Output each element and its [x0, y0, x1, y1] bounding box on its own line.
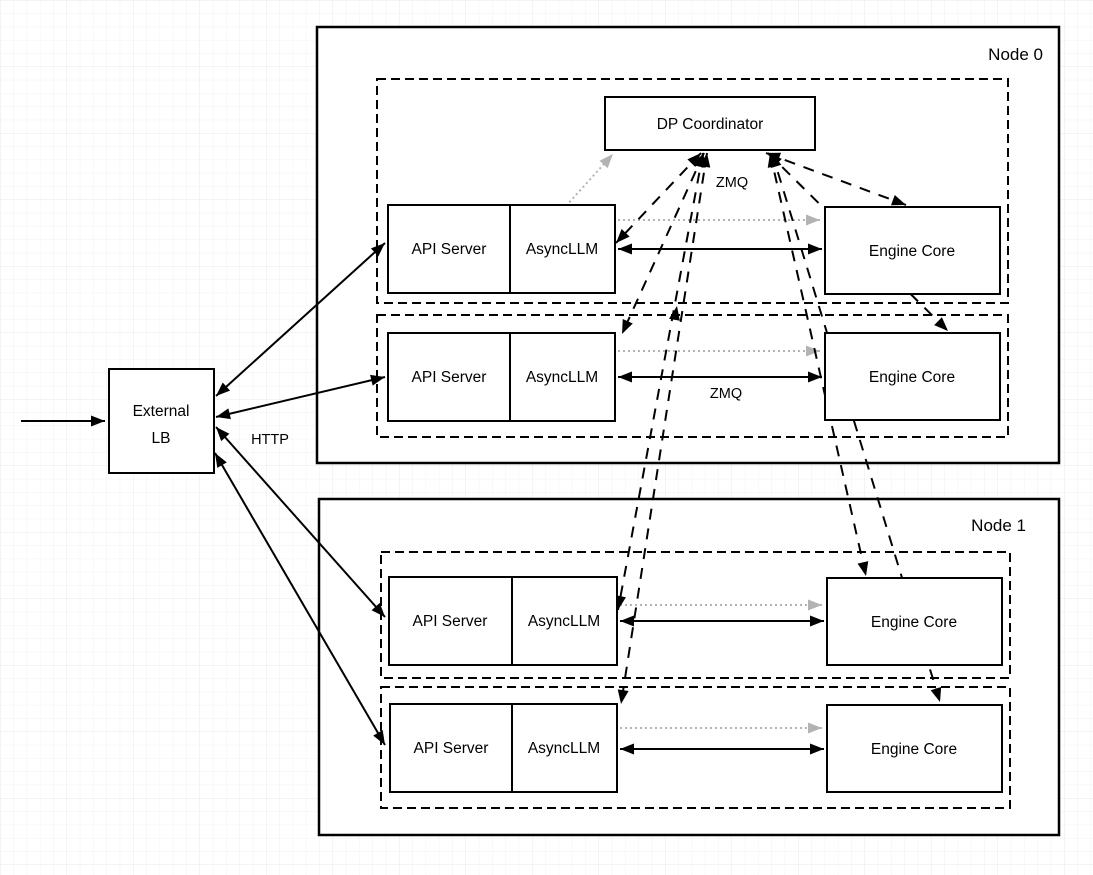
- external-lb-box: [108, 368, 215, 474]
- dp-coordinator-box: [604, 96, 816, 151]
- engine-core-label-node0-row1: Engine Core: [869, 243, 955, 260]
- asyncllm-label-node0-row2: AsyncLLM: [526, 369, 598, 386]
- api-server-label-node0-row1: API Server: [412, 241, 487, 258]
- zmq-label-bottom: ZMQ: [710, 386, 742, 402]
- zmq-label-top: ZMQ: [716, 175, 748, 191]
- engine-core-box-node1-row1: [826, 577, 1003, 666]
- arrow-lb-api-node0-row2: [215, 374, 386, 420]
- api-asyncllm-box-node0-row1: [387, 204, 616, 294]
- node0-label: Node 0: [988, 45, 1043, 64]
- arrow-lb-api-node0-row1: [215, 242, 386, 397]
- engine-core-label-node0-row2: Engine Core: [869, 369, 955, 386]
- api-server-label-node1-row1: API Server: [413, 613, 488, 630]
- asyncllm-label-node1-row2: AsyncLLM: [528, 740, 600, 757]
- arrow-lb-api-node1-row2: [214, 452, 386, 746]
- dashed-arrow-dp-engine-node1-row2: [770, 152, 942, 703]
- engine-core-label-node1-row2: Engine Core: [871, 741, 957, 758]
- api-server-label-node0-row2: API Server: [412, 369, 487, 386]
- api-asyncllm-box-node1-row1: [388, 576, 618, 666]
- dashed-arrowhead-mid: [669, 306, 680, 321]
- engine-core-box-node0-row1: [824, 206, 1001, 295]
- external-lb-label-line2: LB: [152, 430, 171, 447]
- api-asyncllm-box-node1-row2: [389, 703, 618, 793]
- asyncllm-label-node0-row1: AsyncLLM: [526, 241, 598, 258]
- http-label: HTTP: [251, 432, 289, 448]
- engine-core-box-node0-row2: [824, 332, 1001, 421]
- dp-coordinator-label: DP Coordinator: [657, 116, 764, 133]
- api-server-label-node1-row2: API Server: [414, 740, 489, 757]
- node1-label: Node 1: [971, 516, 1026, 535]
- dotted-arrow-asyncllm-dp: [565, 153, 614, 207]
- engine-core-label-node1-row1: Engine Core: [871, 614, 957, 631]
- dashed-arrow-dp-asyncllm-node1-row2: [617, 152, 711, 705]
- asyncllm-label-node1-row1: AsyncLLM: [528, 613, 600, 630]
- external-lb-label-line1: External: [133, 403, 190, 420]
- engine-core-box-node1-row2: [826, 704, 1003, 793]
- api-asyncllm-box-node0-row2: [387, 332, 616, 422]
